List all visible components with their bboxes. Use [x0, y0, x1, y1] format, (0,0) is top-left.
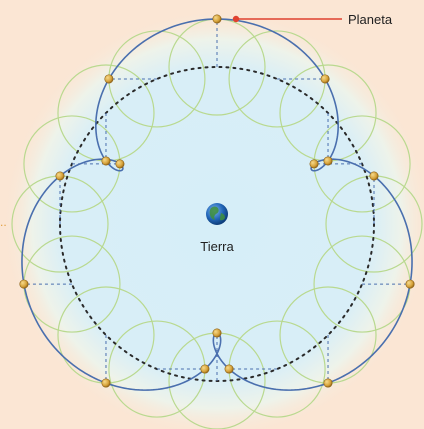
planet-dot-icon	[212, 14, 222, 24]
earth-globe-icon	[206, 203, 228, 225]
planet-dot-icon	[101, 156, 111, 166]
earth-continent	[209, 206, 225, 221]
planet-dot-icon	[323, 378, 333, 388]
planet-dot-icon	[19, 279, 29, 289]
planet-dot-icon	[115, 159, 125, 169]
earth-label: Tierra	[200, 239, 234, 254]
planet-label: Planeta	[348, 12, 393, 27]
side-ellipsis: ..	[0, 215, 7, 229]
earth: Tierra	[200, 203, 235, 254]
planet-dot-icon	[212, 328, 222, 338]
planet-dot-icon	[405, 279, 415, 289]
planet-dot-icon	[309, 159, 319, 169]
planet-dot-icon	[323, 156, 333, 166]
epicycle-radii	[23, 19, 411, 384]
planet-dot-icon	[369, 171, 379, 181]
planet-positions	[19, 14, 415, 388]
planet-dot-icon	[104, 74, 114, 84]
planet-dot-icon	[55, 171, 65, 181]
planet-callout: Planeta	[232, 12, 393, 27]
planet-dot-icon	[101, 378, 111, 388]
planet-dot-icon	[224, 364, 234, 374]
planet-dot-icon	[320, 74, 330, 84]
planet-dot-icon	[200, 364, 210, 374]
callout-dot	[232, 15, 240, 23]
